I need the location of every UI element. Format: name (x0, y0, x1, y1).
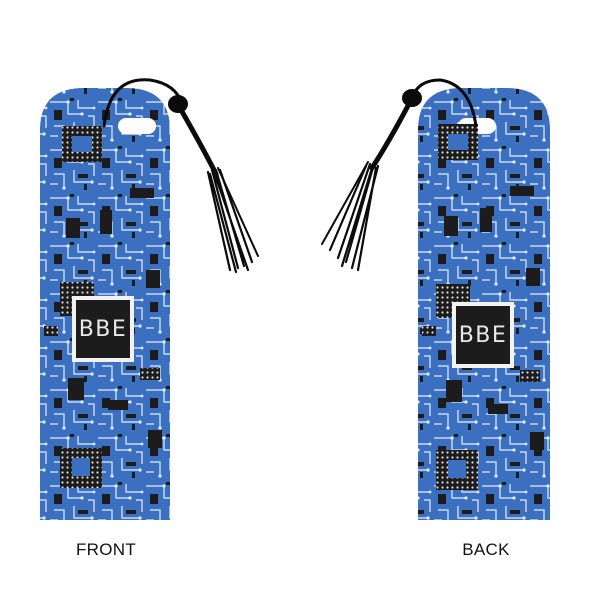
back-label: BACK (462, 540, 510, 559)
front-label: FRONT (75, 540, 137, 559)
bookmark-back: BBE (418, 88, 550, 520)
bookmark-front: BBE (40, 88, 170, 520)
monogram-text-back: BBE (459, 323, 508, 348)
monogram-text-front: BBE (79, 317, 128, 342)
hanger-slot-front (118, 118, 156, 134)
tassel-front (102, 78, 259, 274)
monogram-chip (456, 306, 510, 364)
tassel-back (321, 78, 478, 272)
monogram-chip (76, 300, 130, 358)
